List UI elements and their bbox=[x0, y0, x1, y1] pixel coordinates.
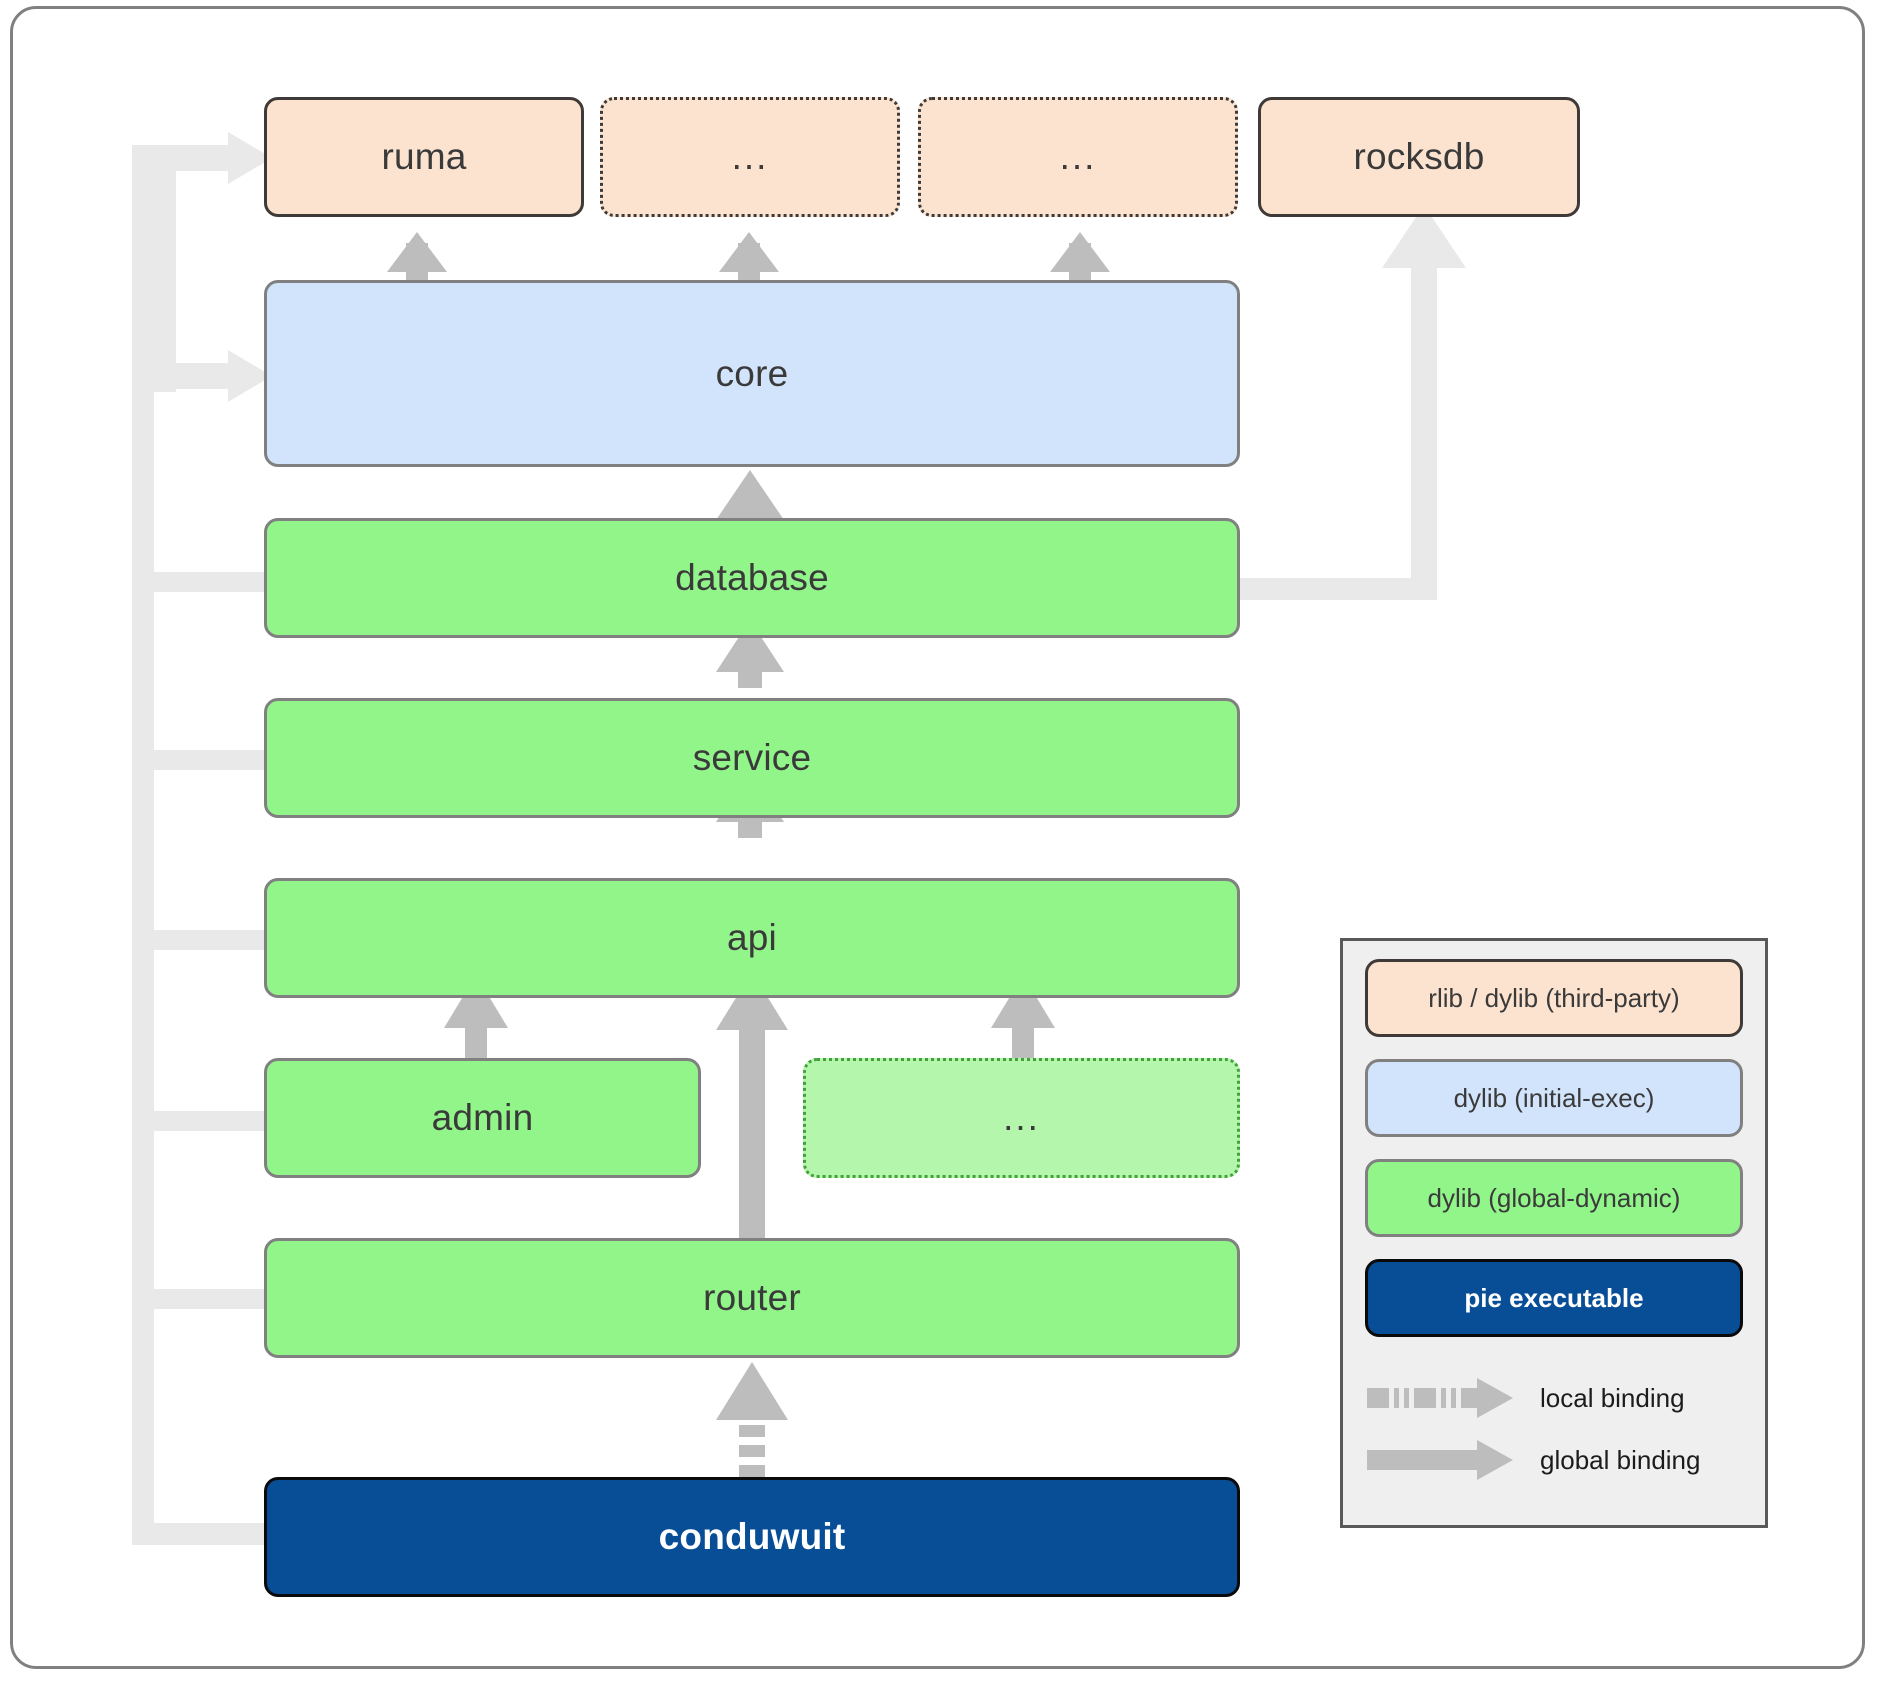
node-label-conduwuit: conduwuit bbox=[658, 1516, 846, 1557]
legend-swatch-pie-executable: pie executable bbox=[1365, 1259, 1743, 1337]
node-admin[interactable]: admin bbox=[264, 1058, 701, 1178]
node-third-party-more-1[interactable]: ... bbox=[600, 97, 900, 217]
legend-swatch-global-dynamic: dylib (global-dynamic) bbox=[1365, 1159, 1743, 1237]
node-label-database: database bbox=[675, 557, 829, 598]
node-core[interactable]: core bbox=[264, 280, 1240, 467]
legend-label-initial-exec: dylib (initial-exec) bbox=[1453, 1082, 1655, 1113]
node-global-dynamic-more[interactable]: ... bbox=[803, 1058, 1240, 1178]
legend-label-third-party: rlib / dylib (third-party) bbox=[1428, 982, 1680, 1013]
node-service[interactable]: service bbox=[264, 698, 1240, 818]
node-label-router: router bbox=[703, 1277, 801, 1318]
node-label-rocksdb: rocksdb bbox=[1353, 136, 1485, 177]
node-ruma[interactable]: ruma bbox=[264, 97, 584, 217]
legend-row-global-binding: global binding bbox=[1365, 1429, 1743, 1491]
node-label-third-party-more-2: ... bbox=[1059, 135, 1097, 177]
legend: rlib / dylib (third-party) dylib (initia… bbox=[1340, 938, 1768, 1528]
node-label-api: api bbox=[727, 917, 777, 958]
node-label-ruma: ruma bbox=[381, 136, 467, 177]
legend-swatch-initial-exec: dylib (initial-exec) bbox=[1365, 1059, 1743, 1137]
node-router[interactable]: router bbox=[264, 1238, 1240, 1358]
node-label-third-party-more-1: ... bbox=[731, 135, 769, 177]
legend-label-global-binding: global binding bbox=[1540, 1444, 1701, 1475]
legend-row-local-binding: local binding bbox=[1365, 1367, 1743, 1429]
legend-swatch-third-party: rlib / dylib (third-party) bbox=[1365, 959, 1743, 1037]
solid-arrow-icon bbox=[1365, 1438, 1540, 1482]
node-label-service: service bbox=[692, 737, 812, 778]
node-database[interactable]: database bbox=[264, 518, 1240, 638]
legend-label-global-dynamic: dylib (global-dynamic) bbox=[1427, 1182, 1681, 1213]
legend-label-pie-executable: pie executable bbox=[1464, 1282, 1644, 1313]
legend-label-local-binding: local binding bbox=[1540, 1382, 1685, 1413]
node-api[interactable]: api bbox=[264, 878, 1240, 998]
node-label-core: core bbox=[715, 352, 789, 394]
node-conduwuit[interactable]: conduwuit bbox=[264, 1477, 1240, 1597]
node-third-party-more-2[interactable]: ... bbox=[918, 97, 1238, 217]
dashed-arrow-icon bbox=[1365, 1376, 1540, 1420]
node-label-global-dynamic-more: ... bbox=[1003, 1096, 1040, 1138]
node-rocksdb[interactable]: rocksdb bbox=[1258, 97, 1580, 217]
node-label-admin: admin bbox=[431, 1097, 534, 1138]
